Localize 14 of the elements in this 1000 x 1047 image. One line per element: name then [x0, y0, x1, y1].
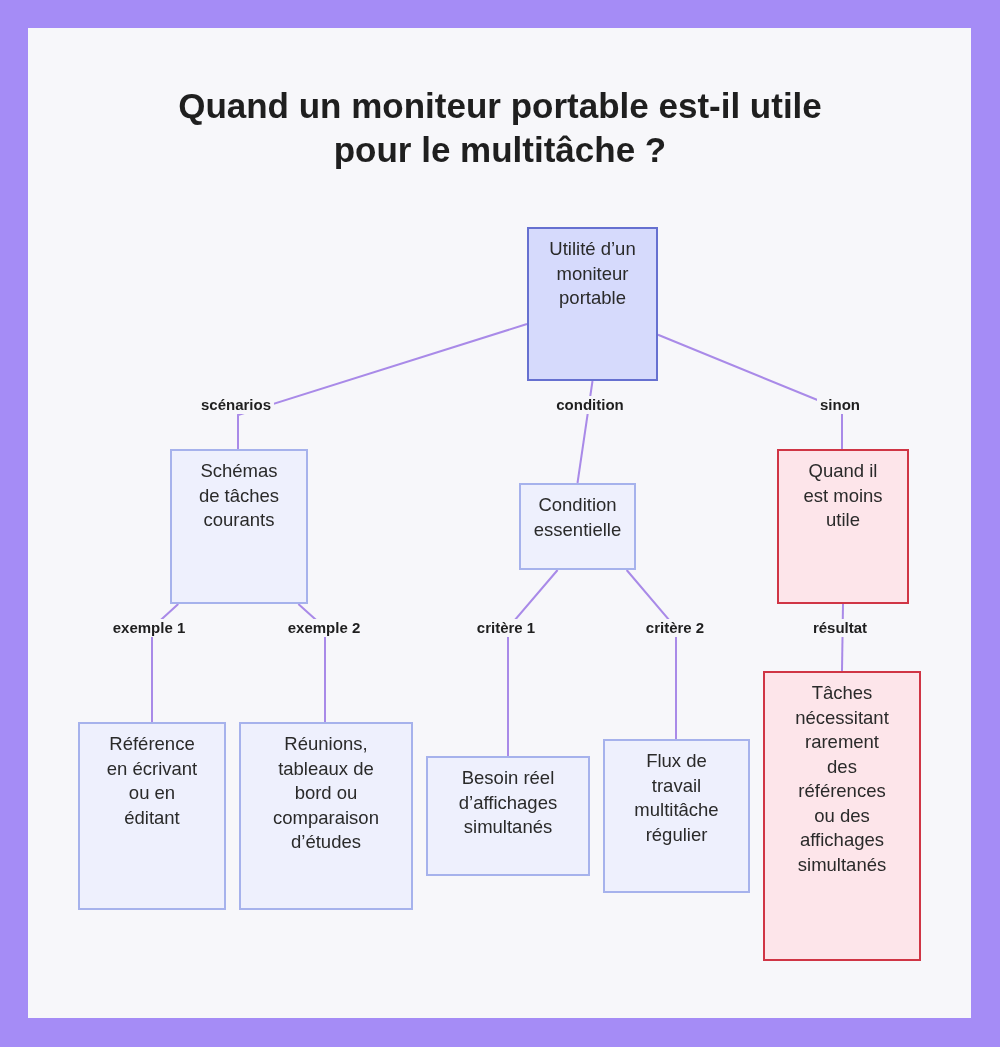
concept-box: Schémas de tâches courants [170, 449, 308, 604]
concept-box: Référence en écrivant ou en éditant [78, 722, 226, 910]
connector-line [625, 569, 677, 740]
diagram-title: Quand un moniteur portable est-il utile pour le multitâche ? [177, 85, 823, 171]
concept-box: Utilité d’un moniteur portable [527, 227, 658, 381]
warning-box: Tâches nécessitant rarement des références ou des affichages simultanés [763, 671, 921, 961]
connector-line [507, 569, 559, 757]
warning-box: Quand il est moins utile [777, 449, 909, 604]
concept-box: Besoin réel d’affichages simultanés [426, 756, 590, 876]
edge-label: scénarios [198, 396, 274, 414]
concept-box: Réunions, tableaux de bord ou comparaison d’études [239, 722, 413, 910]
connector-line [237, 323, 528, 450]
concept-box: Flux de travail multitâche régulier [603, 739, 750, 893]
concept-box: Condition essentielle [519, 483, 636, 570]
